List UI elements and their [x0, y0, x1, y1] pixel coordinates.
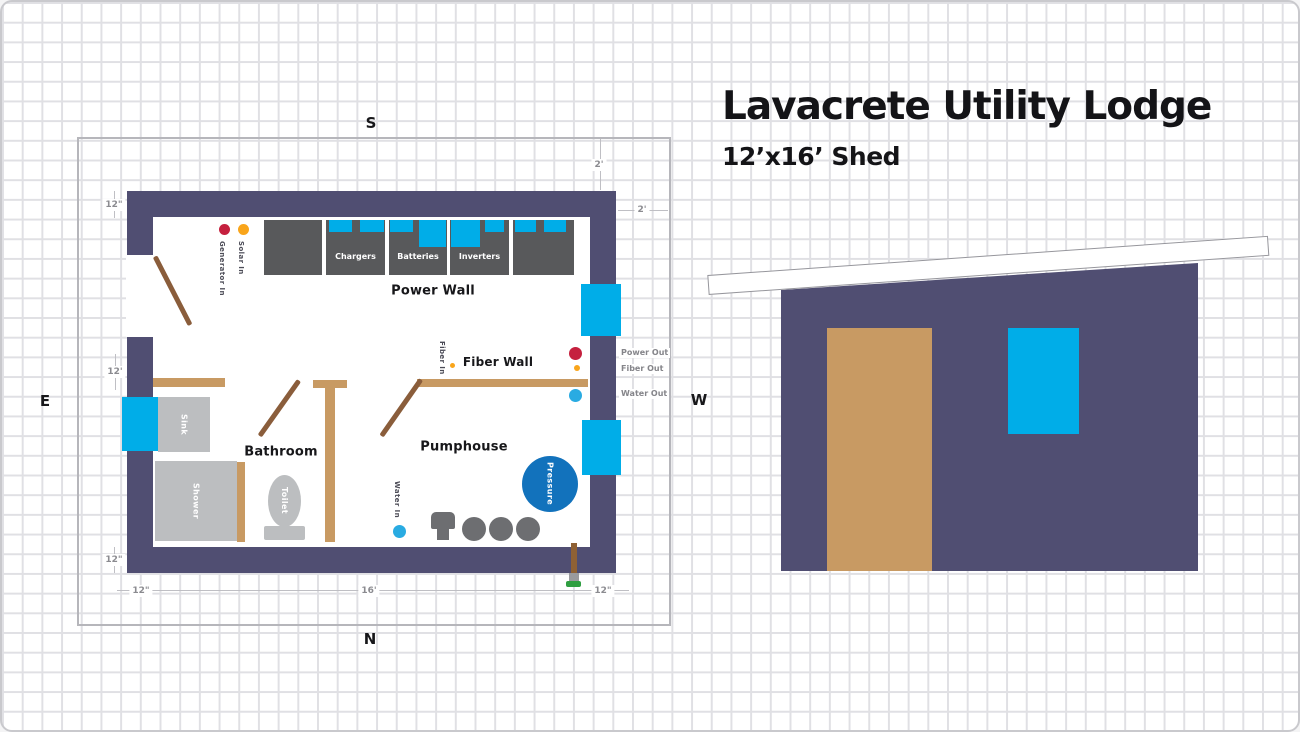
equip-tab: [485, 220, 504, 232]
toilet-base: [264, 526, 305, 540]
dim-interior-height: 12': [104, 366, 126, 378]
power-wall-label: Power Wall: [391, 283, 475, 299]
shower: Shower: [155, 461, 237, 541]
wall-west: [590, 191, 616, 573]
page-subtitle: 12’x16’ Shed: [722, 142, 901, 171]
page-title: Lavacrete Utility Lodge: [722, 84, 1212, 129]
dim-bottom-center: 16': [358, 585, 380, 597]
dim-wall-thickness-bottom: 12": [102, 554, 126, 566]
inverters-label: Inverters: [458, 252, 501, 261]
dim-offset-top: 2': [591, 159, 607, 171]
wall-south: [127, 191, 616, 217]
pipe-collar: [569, 573, 579, 582]
water-in-label: Water In: [393, 481, 401, 518]
water-out-label: Water Out: [619, 389, 670, 399]
equip-tab: [329, 220, 352, 232]
equip-tab: [544, 220, 566, 232]
water-in-dot: [393, 525, 406, 538]
pumphouse-label: Pumphouse: [420, 439, 508, 455]
partition-pumphouse: [417, 379, 588, 387]
wall-east-lower: [127, 451, 153, 573]
equip-tab: [360, 220, 384, 232]
tank-1: [462, 517, 486, 541]
generator-in-dot: [219, 224, 230, 235]
dim-bottom-left: 12": [129, 585, 153, 597]
dim-wall-thickness-top: 12": [102, 199, 126, 211]
site-boundary: [77, 137, 671, 626]
window-west-lower: [582, 420, 621, 475]
fiber-wall-label: Fiber Wall: [462, 355, 534, 369]
sink-label: Sink: [179, 413, 189, 436]
window-west-upper: [581, 284, 621, 336]
dim-bottom-right: 12": [591, 585, 615, 597]
solar-in-label: Solar In: [237, 241, 245, 275]
shower-label: Shower: [191, 482, 201, 520]
fiber-in-dot: [450, 363, 455, 368]
generator-in-label: Generator In: [218, 241, 226, 296]
water-service-pipe: [571, 543, 577, 574]
pressure-tank: Pressure: [522, 456, 578, 512]
equip-module: [419, 220, 446, 247]
solar-in-dot: [238, 224, 249, 235]
water-out-dot: [569, 389, 582, 402]
tank-2: [489, 517, 513, 541]
compass-east: E: [39, 392, 51, 410]
power-out-label: Power Out: [619, 348, 671, 358]
power-unit-1: [264, 220, 322, 275]
equip-tab: [390, 220, 413, 232]
fiber-in-label: Fiber In: [438, 341, 446, 375]
equip-tab: [515, 220, 536, 232]
pipe-valve-cap: [566, 581, 581, 587]
compass-south: S: [365, 114, 377, 132]
pump-body: [431, 512, 455, 529]
pressure-tank-label: Pressure: [545, 462, 555, 506]
pump-base: [437, 529, 449, 540]
wall-north: [127, 547, 616, 573]
power-out-dot: [569, 347, 582, 360]
bathroom-label: Bathroom: [244, 444, 318, 460]
partition-bathroom-divider: [325, 380, 335, 542]
elevation-door: [827, 328, 932, 571]
wall-east-upper: [127, 191, 153, 255]
compass-west: W: [690, 391, 708, 409]
shower-side-wall: [237, 462, 245, 542]
sink: Sink: [158, 397, 210, 452]
window-east: [122, 397, 158, 451]
batteries-label: Batteries: [397, 252, 439, 261]
partition-bathroom-north: [153, 378, 225, 387]
fiber-out-label: Fiber Out: [619, 364, 666, 374]
elevation-window: [1008, 328, 1079, 434]
wall-east-mid: [127, 337, 153, 397]
toilet-bowl: Toilet: [268, 475, 301, 527]
tank-3: [516, 517, 540, 541]
fiber-out-dot: [574, 365, 580, 371]
dim-offset-right: 2': [634, 204, 650, 216]
compass-north: N: [363, 630, 377, 648]
chargers-label: Chargers: [335, 252, 376, 261]
equip-module: [451, 220, 480, 247]
entry-door-opening: [126, 255, 154, 337]
partition-divider-cap: [313, 380, 347, 388]
toilet-label: Toilet: [280, 487, 289, 515]
